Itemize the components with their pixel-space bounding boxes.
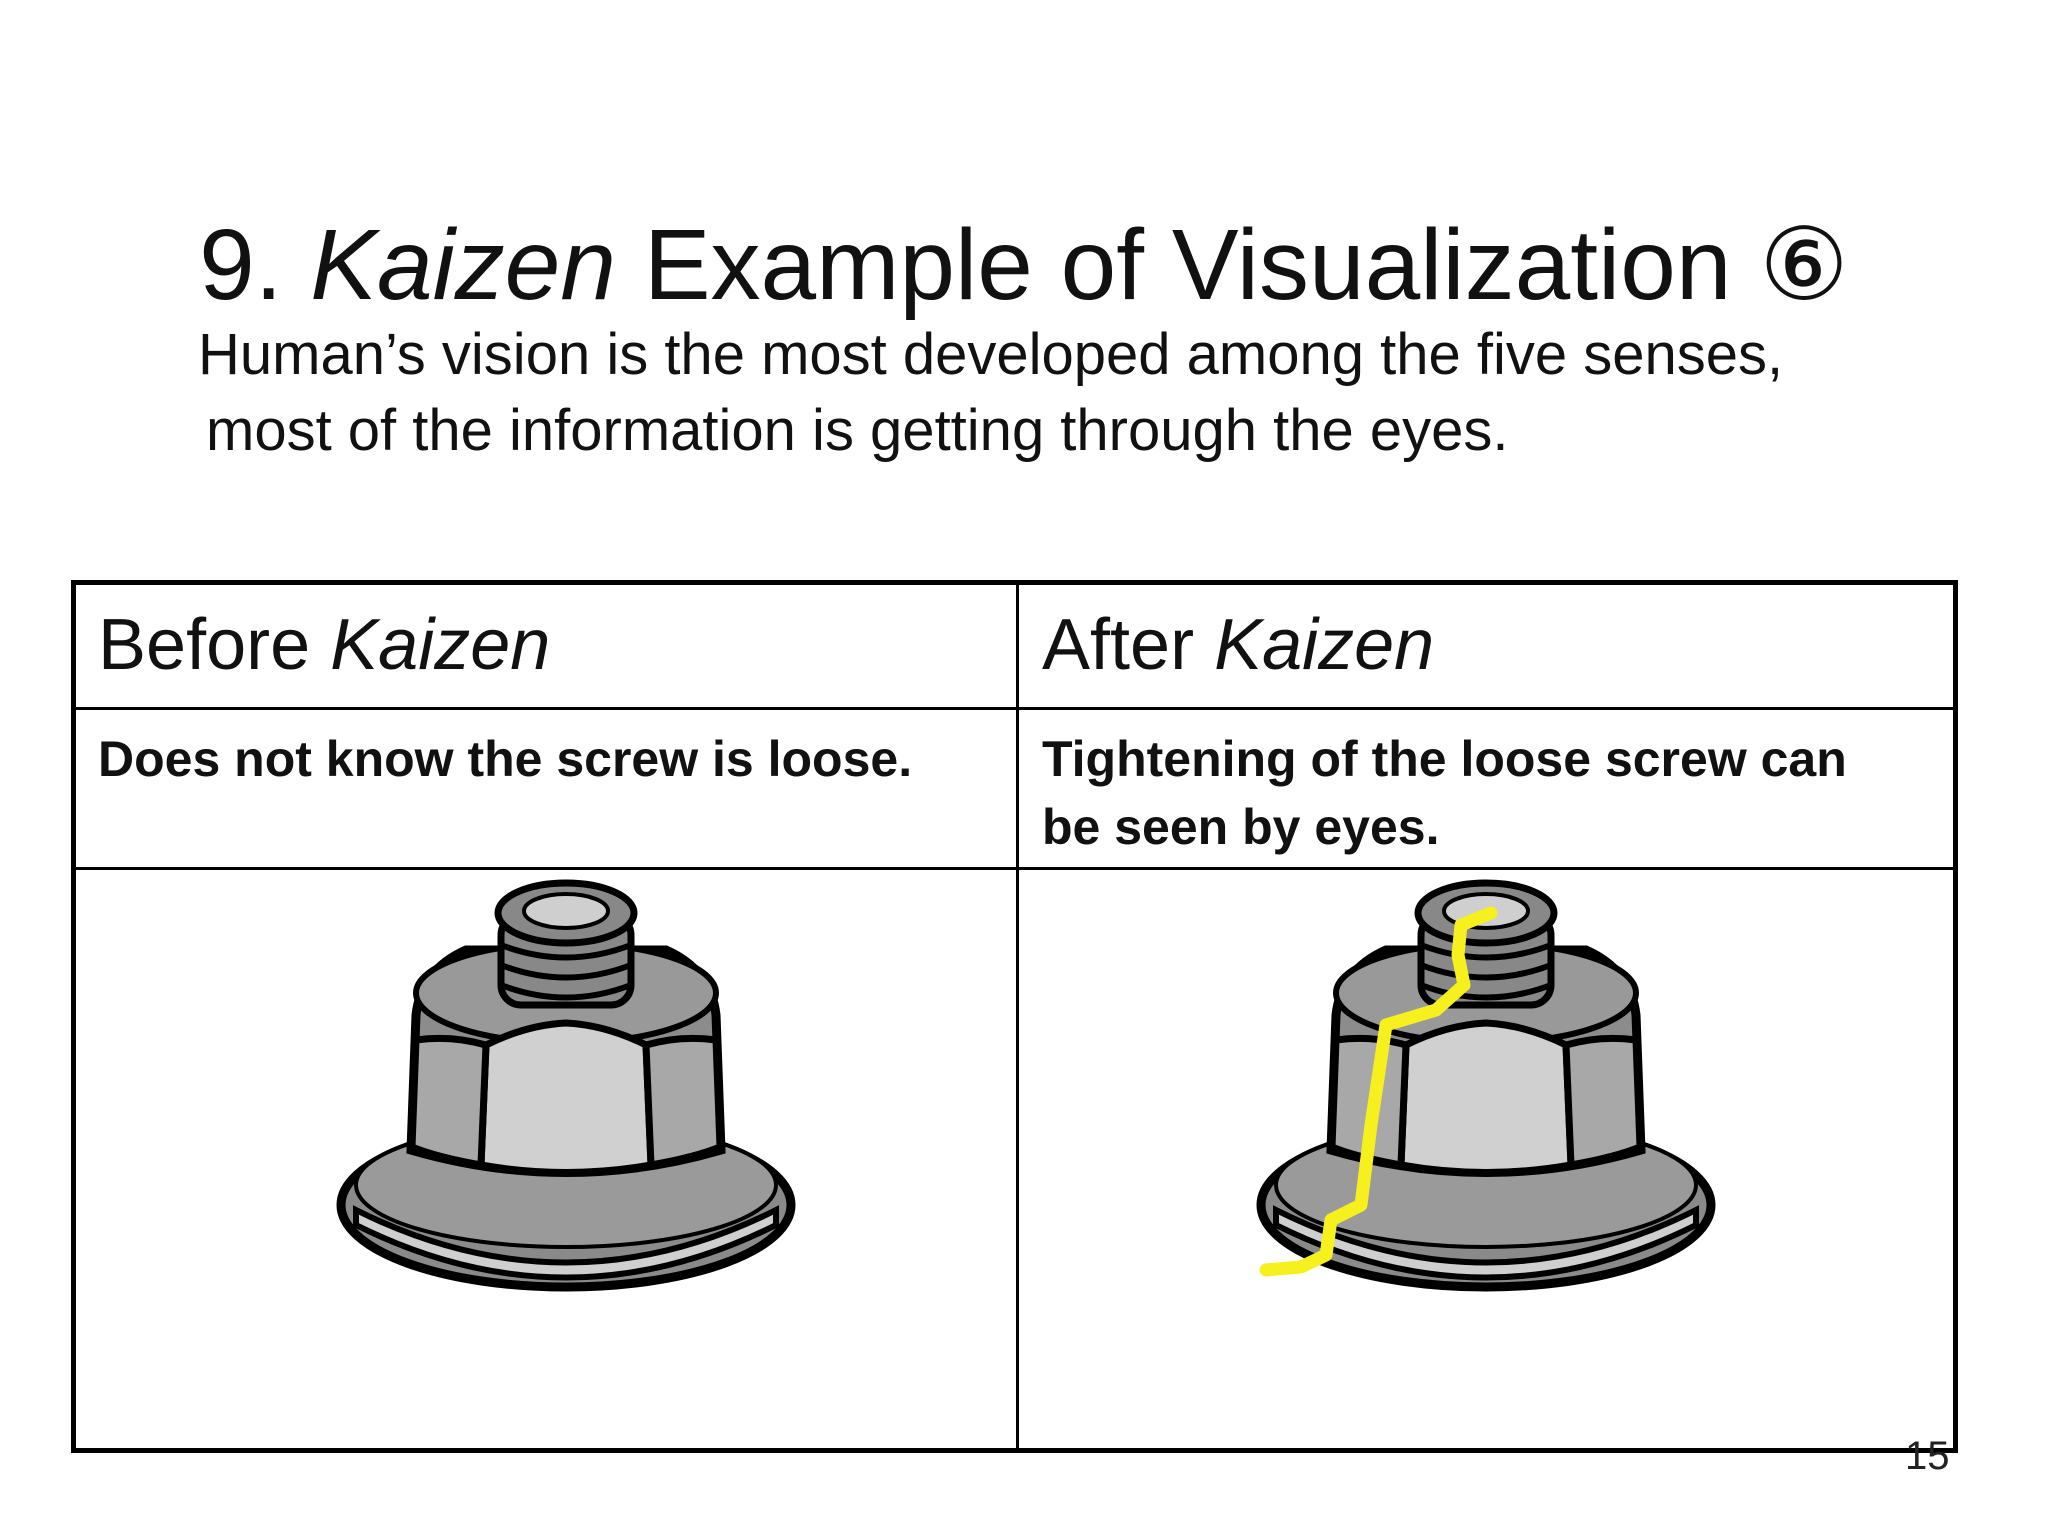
description-row-divider [76,867,1953,870]
nut-bolt-icon [336,879,796,1292]
subtitle-line-1: Human’s vision is the most developed amo… [198,322,1784,387]
before-kaizen-header: Before Kaizen [98,603,550,687]
title-prefix: 9. [199,209,311,321]
header-row-divider [76,707,1953,710]
after-description: Tightening of the loose screw can be see… [1042,731,1847,855]
nut-bolt-with-match-mark-icon [1256,879,1716,1292]
after-header-text: After [1042,605,1215,685]
kaizen-comparison-table: Before Kaizen After Kaizen Does not know… [71,580,1958,1453]
after-header-italic: Kaizen [1214,605,1435,685]
column-divider [1016,585,1019,1448]
page-number: 15 [1905,1434,1950,1478]
before-header-italic: Kaizen [330,605,551,685]
before-description: Does not know the screw is loose. [98,731,913,787]
subtitle-line-2: most of the information is getting throu… [206,398,1509,463]
title-italic: Kaizen [310,209,617,321]
match-mark-line [1259,906,1498,1277]
slide-title: 9. Kaizen Example of Visualization ⑥ [0,205,2048,325]
before-header-text: Before [98,605,331,685]
title-suffix: Example of Visualization ⑥ [616,209,1849,321]
after-kaizen-header: After Kaizen [1042,603,1434,687]
